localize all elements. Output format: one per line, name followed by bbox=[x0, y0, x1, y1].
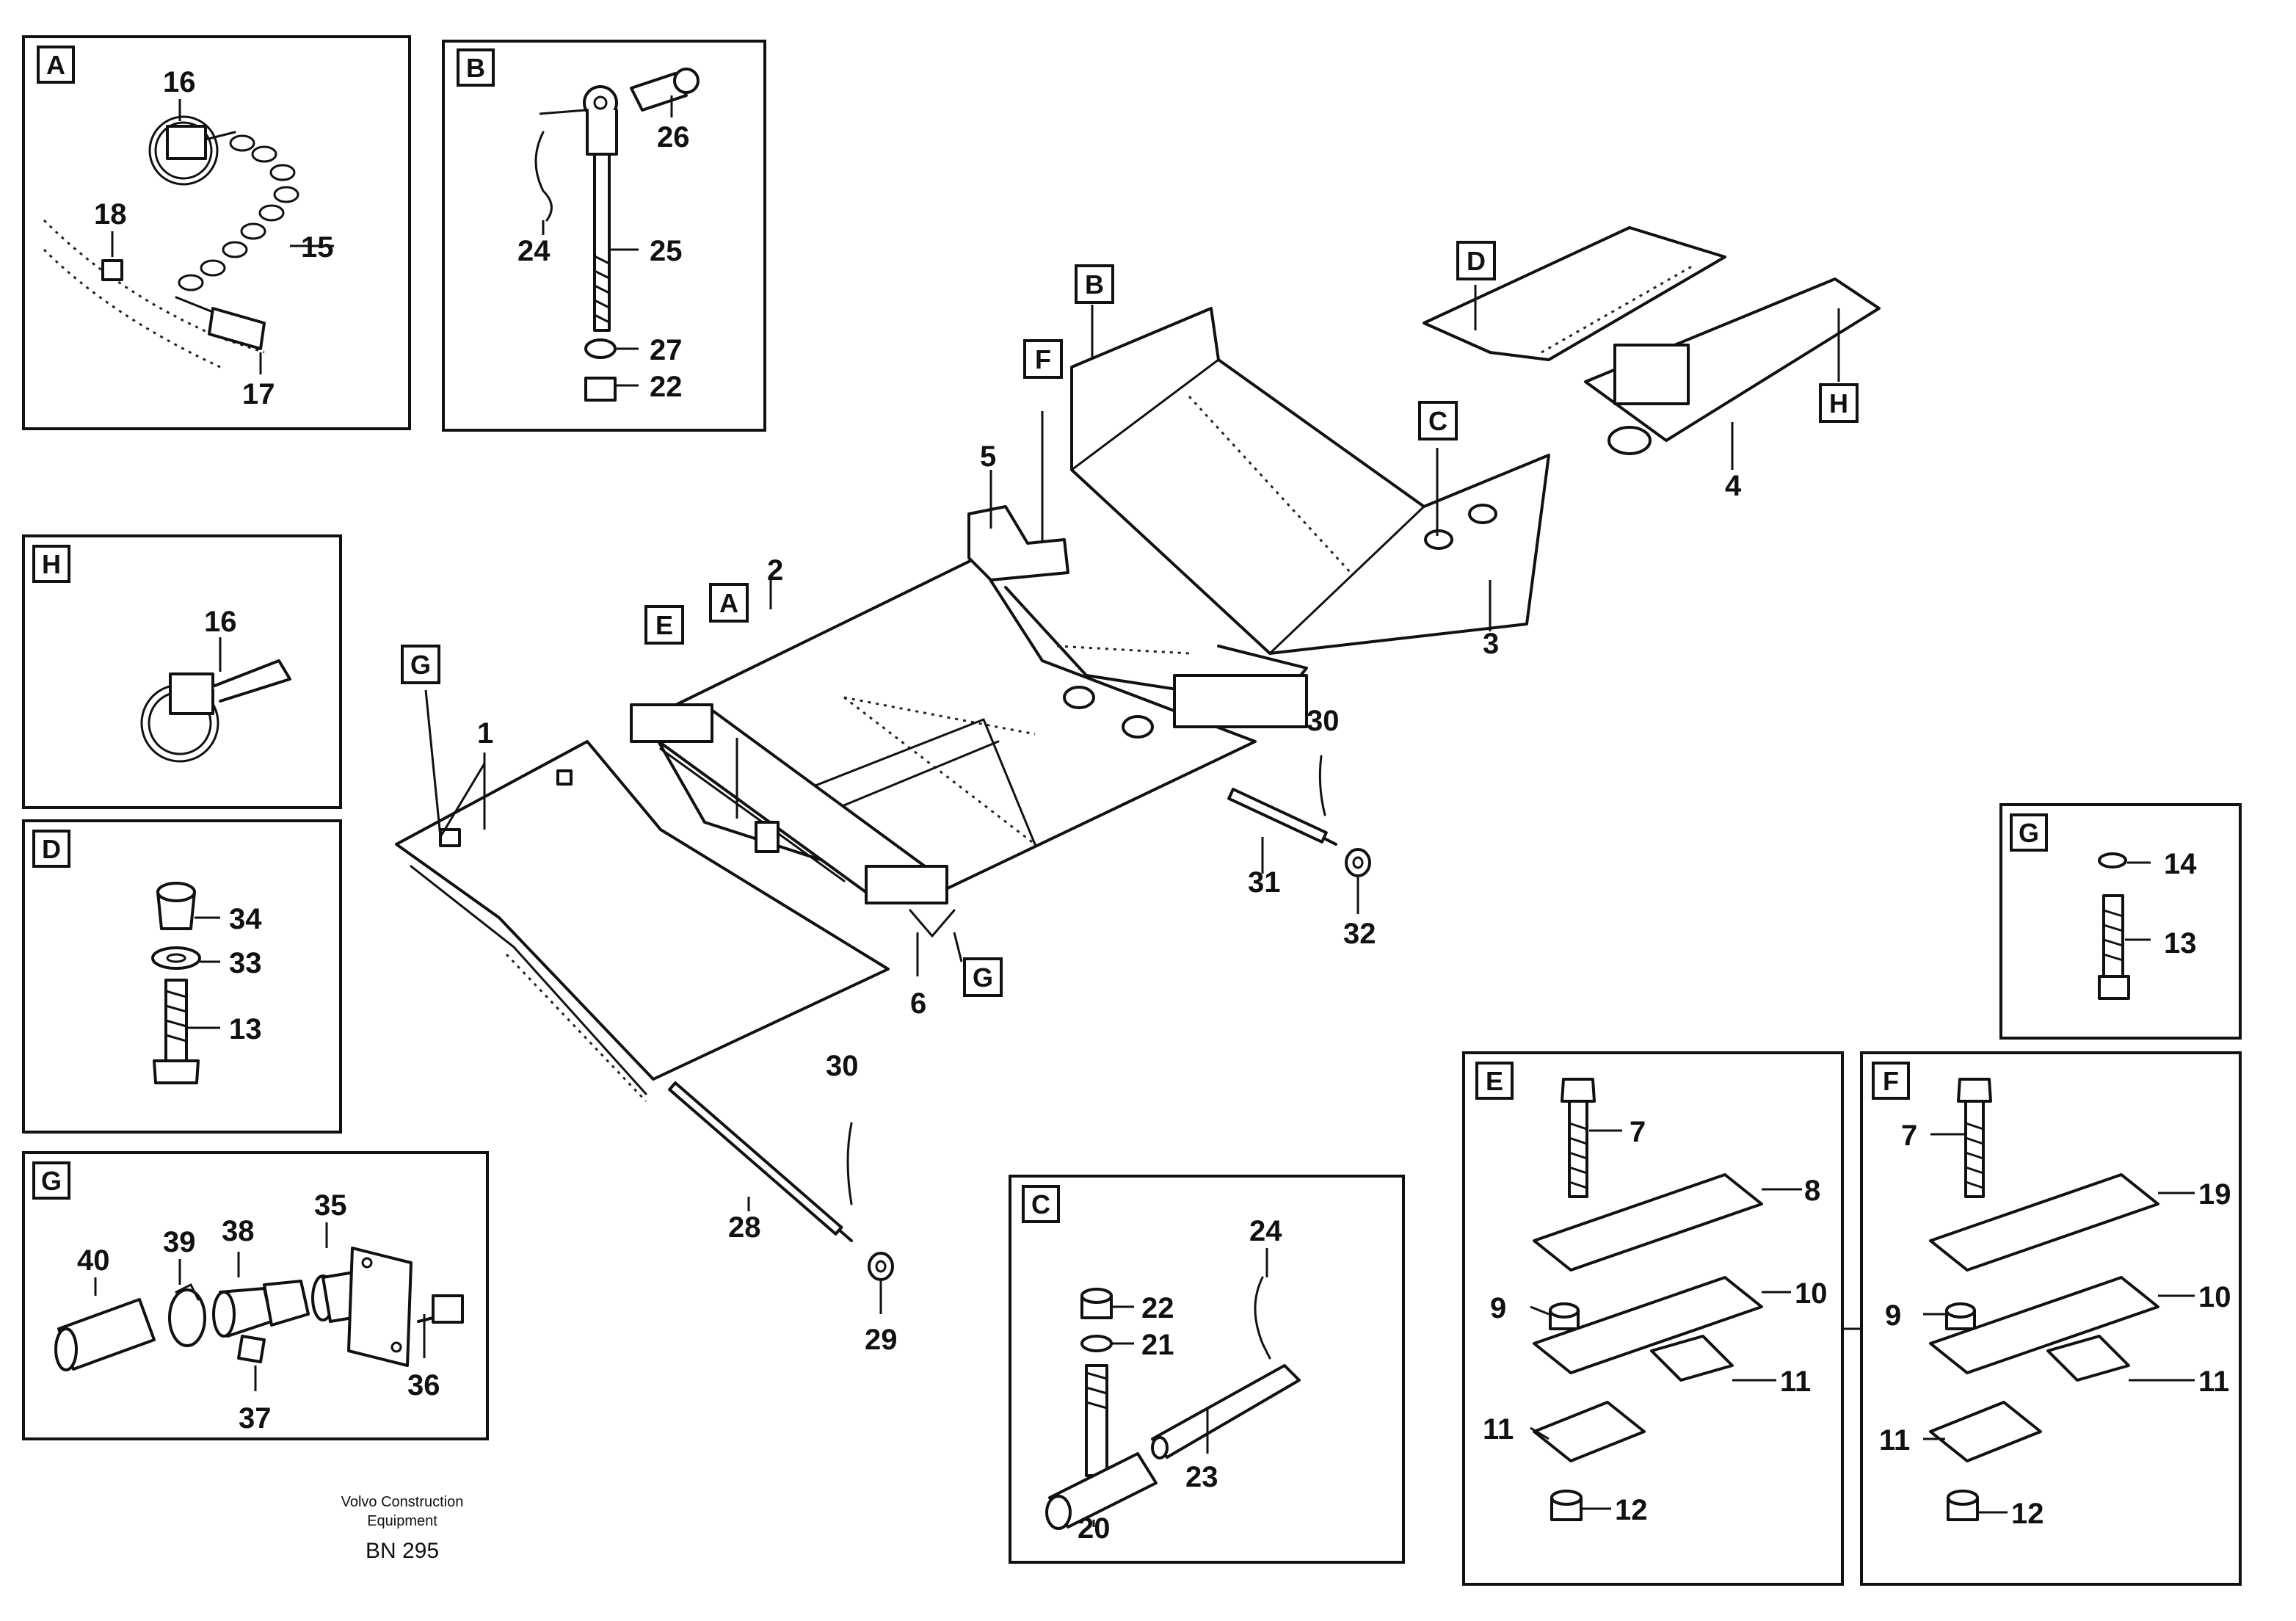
detail-tag-c: C bbox=[1031, 1189, 1050, 1219]
bracket-5 bbox=[967, 505, 1069, 581]
part-number-12f: 12 bbox=[2011, 1498, 2044, 1530]
part-number-16h: 16 bbox=[204, 606, 237, 638]
part-number-37: 37 bbox=[239, 1402, 272, 1435]
tag-f-main: F bbox=[1035, 344, 1051, 374]
detail-panel-f: F 7 19 9 10 11 11 12 bbox=[1860, 1051, 2242, 1586]
tag-g-main-2: G bbox=[973, 962, 993, 993]
part-number-7e: 7 bbox=[1630, 1116, 1646, 1148]
footer: Volvo Construction Equipment BN 295 bbox=[341, 1494, 464, 1563]
part-number-29: 29 bbox=[865, 1324, 898, 1356]
part-number-34: 34 bbox=[229, 903, 262, 935]
part-number-33: 33 bbox=[229, 947, 262, 979]
part-number-11e-right: 11 bbox=[1780, 1366, 1811, 1398]
detail-panel-c: C 22 21 24 23 20 bbox=[1009, 1175, 1405, 1564]
detail-tag-b: B bbox=[466, 53, 485, 83]
part-number-18: 18 bbox=[94, 198, 127, 231]
tag-a-main: A bbox=[719, 588, 738, 618]
part-number-28: 28 bbox=[728, 1211, 761, 1244]
part-number-7f: 7 bbox=[1901, 1120, 1917, 1152]
tag-h-main: H bbox=[1829, 388, 1848, 418]
pan-3 bbox=[1070, 307, 1550, 655]
part-number-35: 35 bbox=[314, 1189, 347, 1222]
detail-panel-h: H 16 bbox=[22, 534, 342, 809]
part-number-22b: 22 bbox=[650, 371, 683, 403]
detail-tag-d: D bbox=[42, 834, 61, 864]
part-number-36: 36 bbox=[407, 1369, 440, 1401]
footer-drawing-code: BN 295 bbox=[366, 1539, 439, 1563]
part-number-31: 31 bbox=[1248, 866, 1281, 899]
part-number-12e: 12 bbox=[1615, 1494, 1648, 1526]
tag-g-main-1: G bbox=[410, 650, 431, 680]
tag-b-main: B bbox=[1085, 269, 1104, 300]
part-number-19: 19 bbox=[2198, 1178, 2231, 1211]
part-number-11f-right: 11 bbox=[2198, 1366, 2229, 1398]
main-assembly: G E A F B C D H G 1 2 3 4 5 6 30 31 32 3… bbox=[395, 226, 1881, 1356]
detail-panel-a: A 16 18 15 17 bbox=[22, 35, 411, 430]
part-number-25: 25 bbox=[650, 235, 683, 267]
detail-tag-f: F bbox=[1883, 1066, 1899, 1096]
part-number-30a: 30 bbox=[1307, 705, 1340, 737]
part-number-4: 4 bbox=[1725, 470, 1742, 502]
part-number-23: 23 bbox=[1185, 1461, 1218, 1493]
part-number-11f-left: 11 bbox=[1879, 1424, 1910, 1457]
detail-panel-d: D 34 33 13 bbox=[22, 819, 342, 1134]
part-number-40: 40 bbox=[77, 1244, 110, 1277]
part-number-14: 14 bbox=[2164, 848, 2197, 880]
part-number-30b: 30 bbox=[826, 1050, 859, 1082]
part-number-9e: 9 bbox=[1490, 1292, 1506, 1324]
part-number-13d: 13 bbox=[229, 1013, 262, 1045]
part-number-13g: 13 bbox=[2164, 927, 2197, 960]
part-number-3: 3 bbox=[1483, 628, 1499, 660]
part-number-10e: 10 bbox=[1795, 1277, 1828, 1310]
detail-panel-g-left: G 40 39 38 35 37 36 bbox=[22, 1151, 489, 1440]
detail-tag-a-box bbox=[37, 46, 75, 84]
part-number-16: 16 bbox=[163, 66, 196, 98]
frame-4 bbox=[1423, 226, 1726, 361]
footer-company-line2: Equipment bbox=[367, 1513, 437, 1529]
tag-e-main: E bbox=[655, 610, 673, 640]
part-number-24b: 24 bbox=[517, 235, 551, 267]
part-number-11e-left: 11 bbox=[1483, 1413, 1514, 1446]
part-number-22c: 22 bbox=[1141, 1292, 1174, 1324]
detail-panel-g-right: G 14 13 bbox=[1999, 803, 2242, 1040]
detail-tag-e: E bbox=[1486, 1066, 1503, 1096]
part-number-17: 17 bbox=[242, 378, 275, 410]
detail-panel-b: B 26 24 25 27 22 bbox=[442, 40, 766, 432]
tag-c-main: C bbox=[1428, 406, 1447, 436]
detail-tag-a: A bbox=[46, 50, 65, 80]
part-number-9f: 9 bbox=[1885, 1299, 1901, 1332]
part-number-20: 20 bbox=[1078, 1512, 1111, 1545]
detail-tag-g-left: G bbox=[41, 1166, 62, 1196]
part-number-38: 38 bbox=[222, 1215, 255, 1247]
part-number-39: 39 bbox=[163, 1226, 196, 1258]
part-number-10f: 10 bbox=[2198, 1281, 2231, 1313]
part-number-24c: 24 bbox=[1249, 1215, 1282, 1247]
part-number-2: 2 bbox=[767, 554, 783, 587]
part-number-6: 6 bbox=[910, 987, 926, 1020]
part-number-26: 26 bbox=[657, 121, 690, 153]
part-number-15: 15 bbox=[301, 231, 334, 264]
part-number-32: 32 bbox=[1343, 918, 1376, 950]
tag-d-main: D bbox=[1467, 246, 1486, 276]
part-number-27: 27 bbox=[650, 334, 683, 366]
part-number-8: 8 bbox=[1804, 1175, 1820, 1207]
part-number-21: 21 bbox=[1141, 1329, 1174, 1361]
detail-tag-g-right: G bbox=[2019, 818, 2039, 848]
detail-panel-e: E 7 8 9 10 11 11 12 bbox=[1462, 1051, 1844, 1586]
part-number-5: 5 bbox=[980, 440, 996, 473]
detail-tag-h: H bbox=[42, 549, 61, 579]
footer-company-line1: Volvo Construction bbox=[341, 1494, 464, 1510]
part-number-1: 1 bbox=[477, 717, 493, 750]
